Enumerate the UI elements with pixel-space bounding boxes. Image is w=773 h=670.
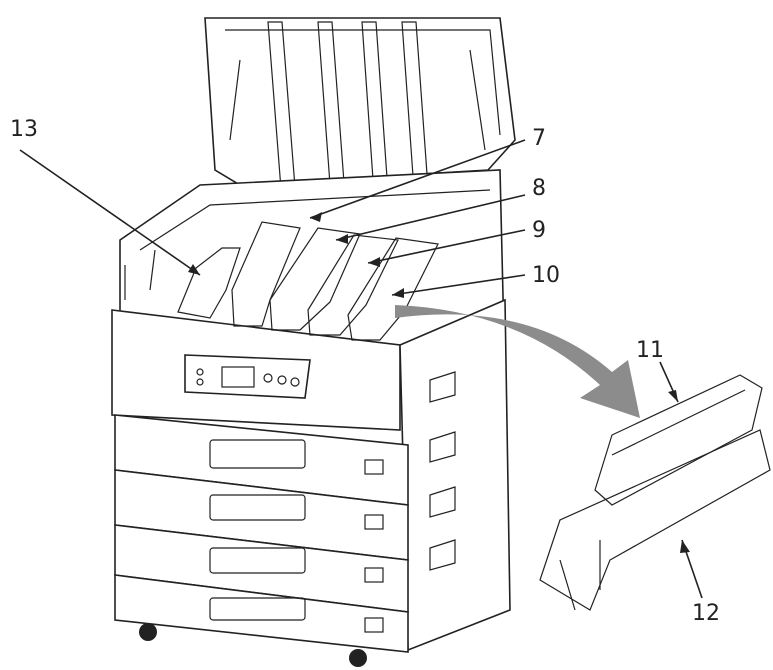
callout-9: 9: [532, 218, 546, 243]
control-panel: [185, 355, 310, 398]
callout-12: 12: [692, 601, 720, 626]
printer-body: [112, 170, 510, 667]
callout-8: 8: [532, 176, 546, 201]
callout-13: 13: [10, 117, 38, 142]
callout-10: 10: [532, 263, 560, 288]
drum-unit: [540, 430, 770, 610]
callout-11: 11: [636, 338, 664, 363]
callout-7: 7: [532, 126, 546, 151]
